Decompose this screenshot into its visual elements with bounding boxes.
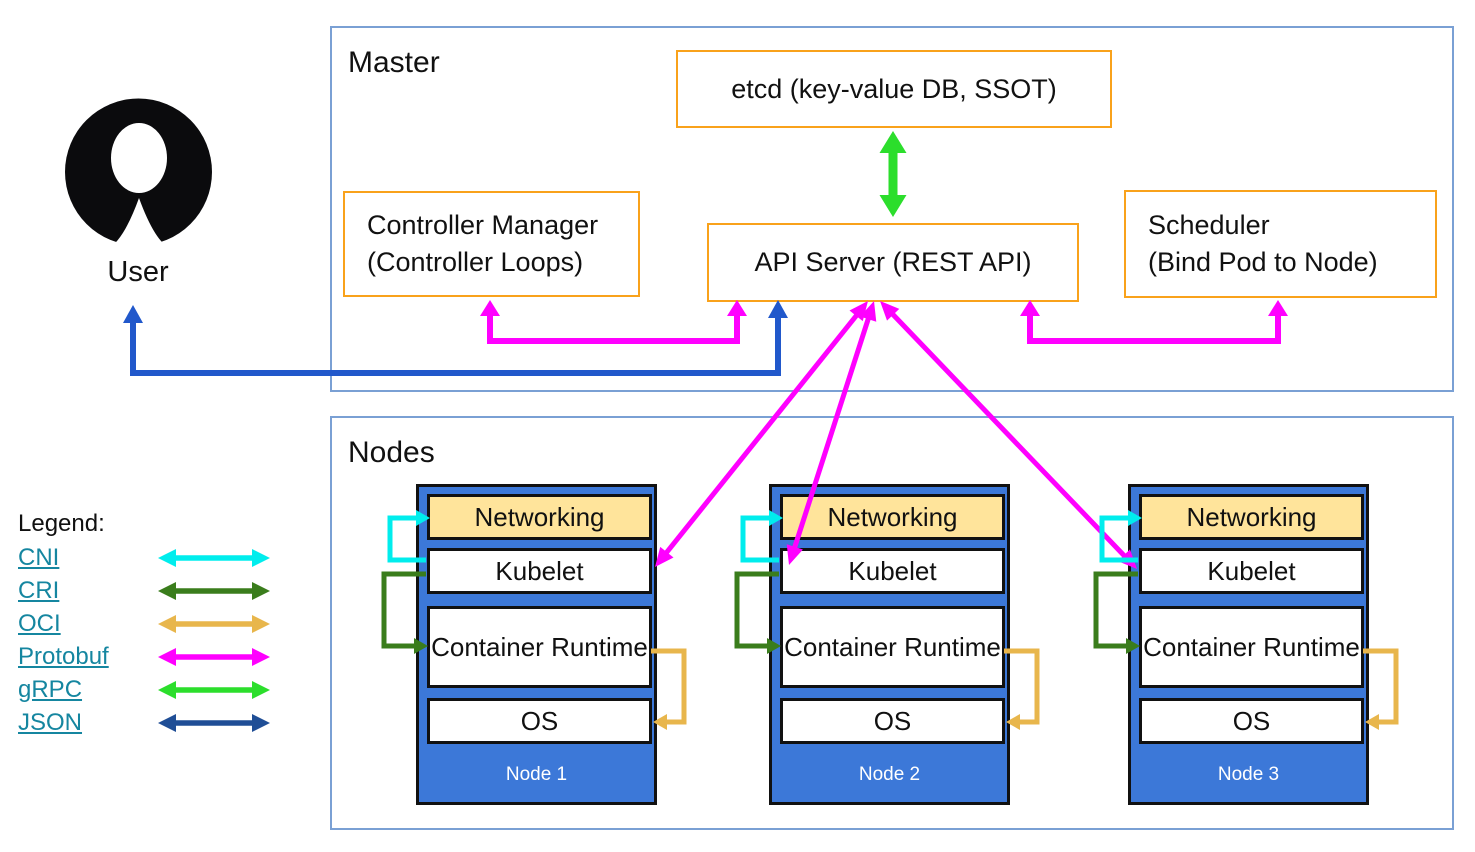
etcd-label: etcd (key-value DB, SSOT) [731, 73, 1057, 104]
node-1-kubelet-box: Kubelet [427, 548, 652, 594]
oci-arrow-icon [158, 614, 270, 633]
networking-label: Networking [827, 501, 958, 532]
protobuf-arrow-icon [158, 647, 270, 666]
node-3-container-runtime-box: Container Runtime [1139, 606, 1364, 688]
node-2-box: Networking Kubelet Container Runtime OS … [769, 484, 1010, 805]
node-3-kubelet-box: Kubelet [1139, 548, 1364, 594]
grpc-arrow-icon [158, 680, 270, 699]
nodes-title: Nodes [348, 436, 435, 469]
scheduler-label-line2: (Bind Pod to Node) [1148, 247, 1378, 277]
node-3-box: Networking Kubelet Container Runtime OS … [1128, 484, 1369, 805]
node-2-os-box: OS [780, 698, 1005, 744]
node-1-container-runtime-box: Container Runtime [427, 606, 652, 688]
legend-title: Legend: [18, 510, 105, 537]
kubelet-label: Kubelet [1207, 555, 1296, 586]
container-runtime-label: Container Runtime [431, 631, 648, 662]
container-runtime-label: Container Runtime [784, 631, 1001, 662]
node-1-os-box: OS [427, 698, 652, 744]
scheduler-box: Scheduler (Bind Pod to Node) [1124, 190, 1437, 298]
user-label: User [107, 256, 169, 288]
controller-manager-box: Controller Manager (Controller Loops) [343, 191, 640, 297]
networking-label: Networking [474, 501, 605, 532]
node-2-name: Node 2 [858, 764, 921, 785]
json-arrow-icon [158, 713, 270, 732]
legend-link-grpc[interactable]: gRPC [18, 675, 83, 703]
user-icon [65, 98, 212, 255]
legend-link-json[interactable]: JSON [18, 708, 83, 736]
cni-arrow-icon [158, 548, 270, 567]
node-3-os-box: OS [1139, 698, 1364, 744]
node-1-networking-box: Networking [427, 494, 652, 540]
api-server-box: API Server (REST API) [707, 223, 1079, 302]
node-1-name: Node 1 [505, 764, 568, 785]
legend-link-protobuf[interactable]: Protobuf [18, 642, 109, 670]
container-runtime-label: Container Runtime [1143, 631, 1360, 662]
etcd-box: etcd (key-value DB, SSOT) [676, 50, 1112, 128]
node-2-kubelet-box: Kubelet [780, 548, 1005, 594]
node-1-box: Networking Kubelet Container Runtime OS … [416, 484, 657, 805]
kubelet-label: Kubelet [848, 555, 937, 586]
os-label: OS [873, 705, 912, 736]
os-label: OS [520, 705, 559, 736]
legend-link-cri[interactable]: CRI [18, 576, 60, 604]
controller-manager-label-line1: Controller Manager [367, 209, 599, 240]
legend-link-cni[interactable]: CNI [18, 543, 60, 571]
node-3-networking-box: Networking [1139, 494, 1364, 540]
api-server-label: API Server (REST API) [754, 247, 1032, 277]
node-3-name: Node 3 [1217, 764, 1280, 785]
scheduler-label-line1: Scheduler [1148, 209, 1270, 240]
kubelet-label: Kubelet [495, 555, 584, 586]
controller-manager-label-line2: (Controller Loops) [367, 247, 584, 277]
os-label: OS [1232, 705, 1271, 736]
networking-label: Networking [1186, 501, 1317, 532]
legend-link-oci[interactable]: OCI [18, 609, 61, 637]
node-2-container-runtime-box: Container Runtime [780, 606, 1005, 688]
node-2-networking-box: Networking [780, 494, 1005, 540]
cri-arrow-icon [158, 581, 270, 600]
master-title: Master [348, 46, 440, 79]
